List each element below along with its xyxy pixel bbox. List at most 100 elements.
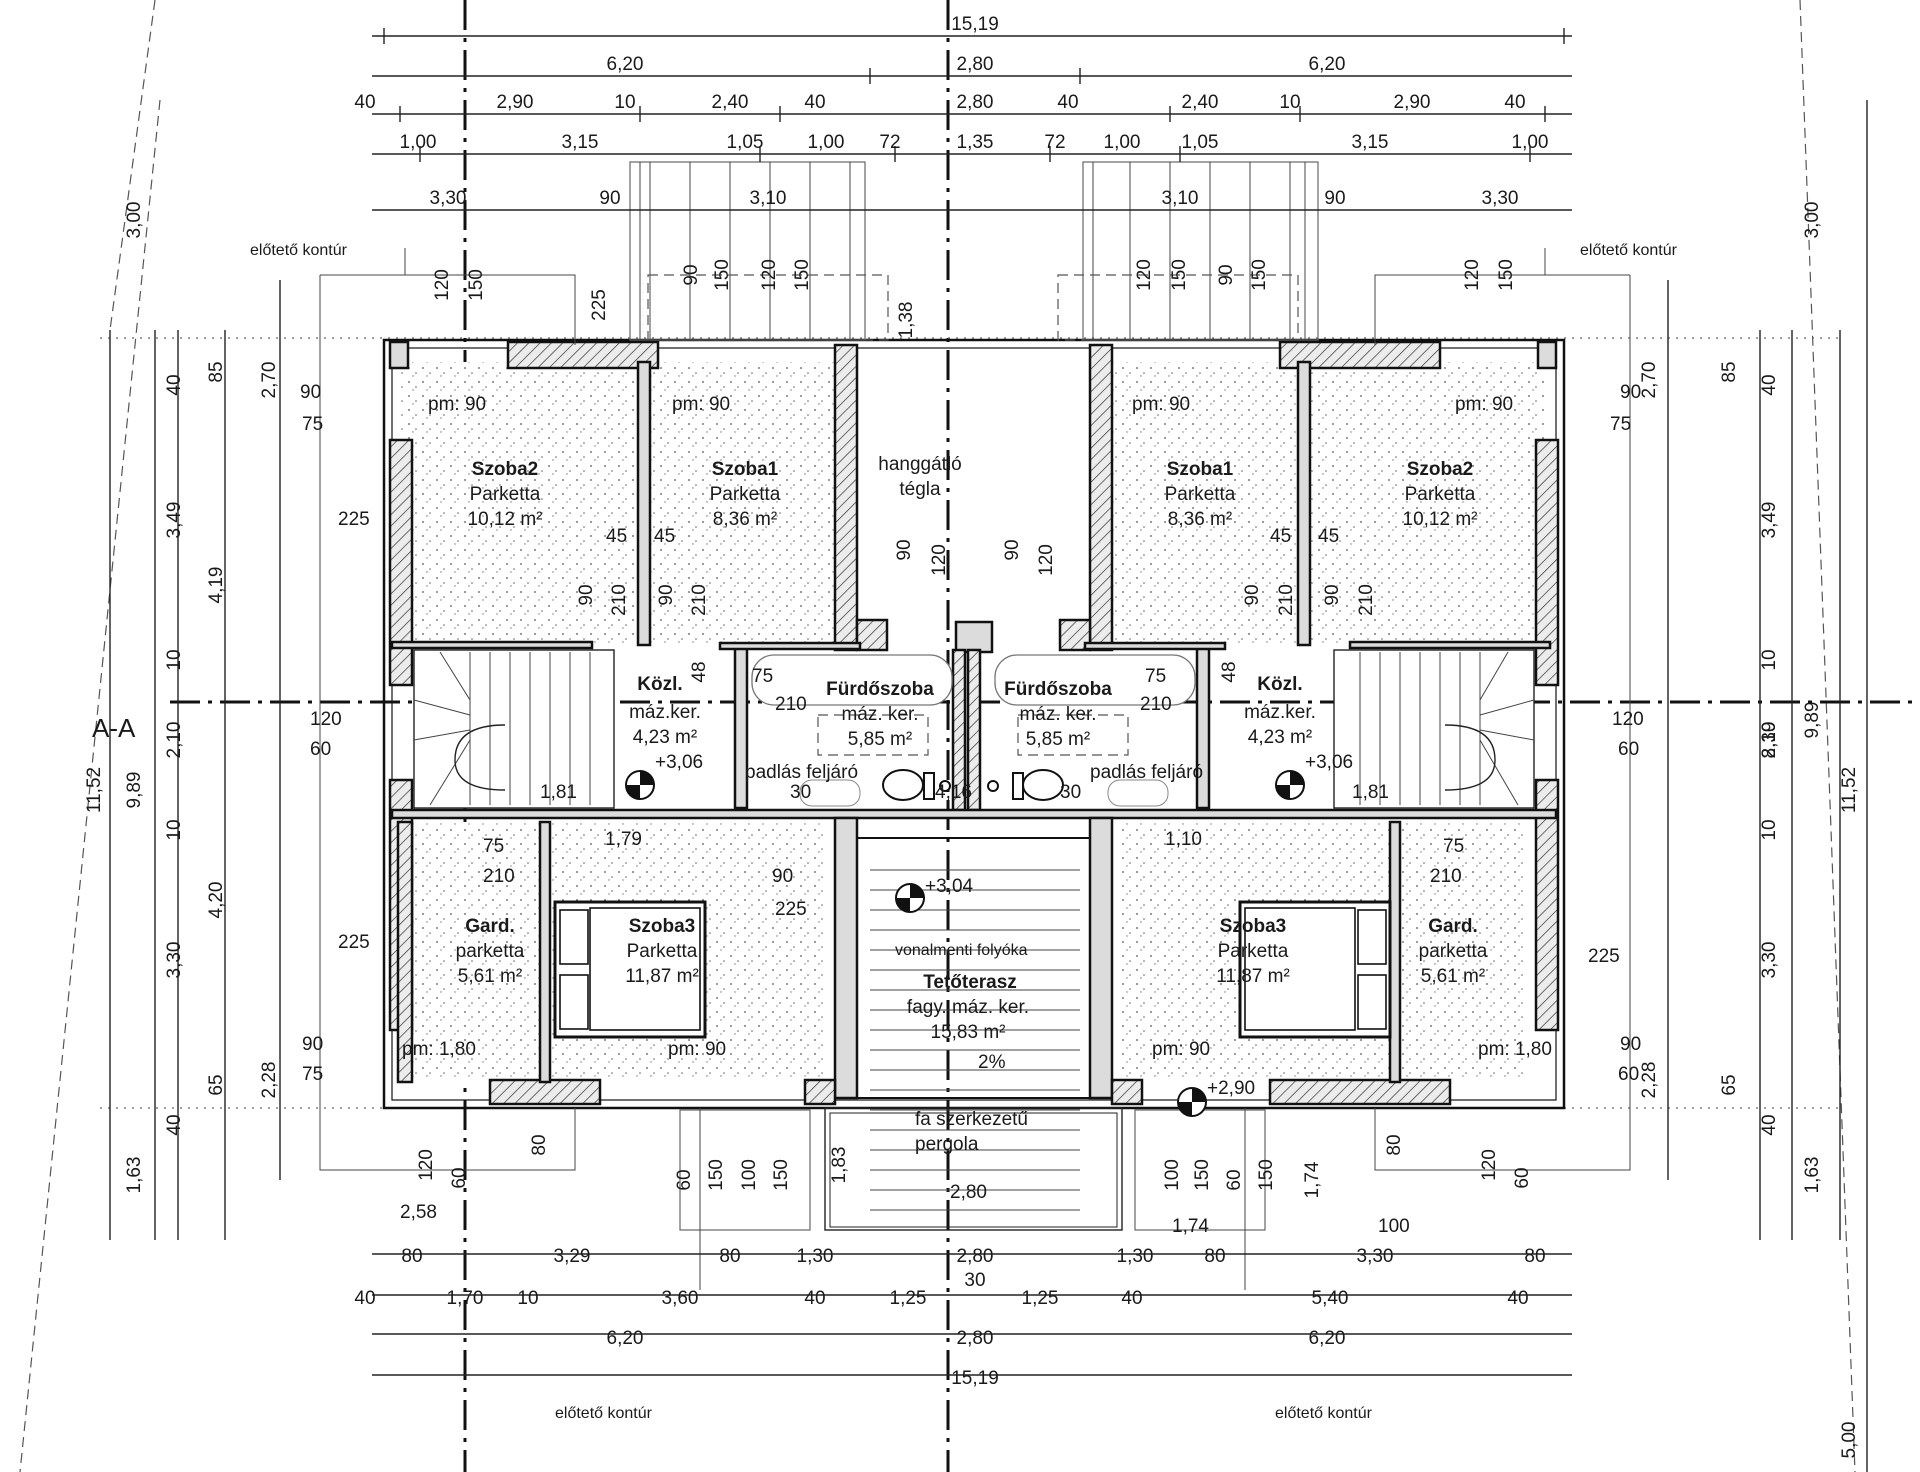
dim-depth-left: 11,52 bbox=[84, 767, 105, 813]
dim-middle-bottom: 2,80 bbox=[957, 1328, 994, 1349]
dim-text: 75 bbox=[1610, 414, 1631, 435]
dim-text: 210 bbox=[689, 584, 710, 616]
dim-text: 225 bbox=[338, 932, 370, 953]
dim-text: 210 bbox=[1356, 584, 1377, 616]
room-name: Fürdőszoba bbox=[1004, 679, 1112, 700]
dim-text: 120 bbox=[310, 709, 342, 730]
dim-text: 150 bbox=[771, 1159, 792, 1191]
room-name: Szoba2 bbox=[472, 459, 539, 480]
parapet-note: pm: 90 bbox=[668, 1039, 726, 1060]
dim-text: 4,16 bbox=[935, 782, 972, 803]
dim-text: 1,74 bbox=[1172, 1216, 1209, 1237]
dim-text: 150 bbox=[1256, 1159, 1277, 1191]
dim-text: 90 bbox=[1322, 584, 1343, 605]
room-name: Szoba3 bbox=[629, 916, 696, 937]
dim-text: 45 bbox=[1270, 526, 1291, 547]
dim-text: 210 bbox=[1276, 584, 1297, 616]
dim-text: 1,00 bbox=[400, 132, 437, 153]
dim-text: 3,30 bbox=[1357, 1246, 1394, 1267]
dim-text: 120 bbox=[929, 544, 950, 576]
dim-text: 210 bbox=[1430, 866, 1462, 887]
pergola-label-2: pergola bbox=[915, 1134, 979, 1155]
dim-text: 1,25 bbox=[1022, 1288, 1059, 1309]
room-floor: Parketta bbox=[627, 941, 698, 962]
dim-text: 10 bbox=[1759, 819, 1780, 840]
annotations: hanggátló tégla padlás feljáró padlás fe… bbox=[745, 454, 1203, 1155]
dim-text: 2,80 bbox=[957, 92, 994, 113]
room-area: 8,36 m² bbox=[1168, 509, 1232, 530]
dim-text: 2,70 bbox=[259, 362, 280, 399]
attic-access-left: padlás feljáró bbox=[745, 762, 858, 783]
dim-text: 1,81 bbox=[1352, 782, 1389, 803]
dim-text: 1,35 bbox=[957, 132, 994, 153]
dim-middle-top: 2,80 bbox=[957, 54, 994, 75]
dim-text: 60 bbox=[674, 1169, 695, 1190]
side-dimension-texts: 3,00 85 40 2,70 3,49 4,19 10 2,10 10 4,2… bbox=[84, 202, 1860, 1459]
room-floor: Parketta bbox=[1405, 484, 1476, 505]
dim-text: 3,15 bbox=[1352, 132, 1389, 153]
room-area: 11,87 m² bbox=[1216, 966, 1290, 987]
dim-text: 60 bbox=[1224, 1169, 1245, 1190]
dim-text: 75 bbox=[302, 414, 323, 435]
dim-overall-width-bottom: 15,19 bbox=[951, 1368, 999, 1389]
dim-text: 150 bbox=[1169, 259, 1190, 291]
dim-text: 2,28 bbox=[1639, 1062, 1660, 1099]
room-area: 5,85 m² bbox=[1026, 729, 1090, 750]
dim-overall-width-top: 15,19 bbox=[951, 14, 999, 35]
misc-dimension-notes: pm: 90 pm: 90 pm: 90 pm: 90 pm: 90 pm: 9… bbox=[300, 382, 1644, 1237]
dim-text: 40 bbox=[354, 92, 375, 113]
dim-text: 2,28 bbox=[259, 1062, 280, 1099]
dim-text: 80 bbox=[1384, 1134, 1405, 1155]
dim-text: 1,10 bbox=[1165, 829, 1202, 850]
dim-depth-right: 11,52 bbox=[1839, 767, 1860, 813]
dim-text: 10 bbox=[1759, 649, 1780, 670]
dim-text: 210 bbox=[1140, 694, 1172, 715]
room-area: 5,61 m² bbox=[1421, 966, 1485, 987]
room-name: Szoba1 bbox=[1167, 459, 1234, 480]
dim-text: 2,58 bbox=[400, 1202, 437, 1223]
room-floor: máz. ker. bbox=[841, 704, 918, 725]
level-marker-text: +3,06 bbox=[655, 752, 703, 773]
dim-text: 150 bbox=[466, 269, 487, 301]
dim-text: 40 bbox=[1759, 374, 1780, 395]
dim-text: 150 bbox=[1496, 259, 1517, 291]
dim-text: 90 bbox=[576, 584, 597, 605]
dim-text: 2,40 bbox=[712, 92, 749, 113]
dim-text: 90 bbox=[1242, 584, 1263, 605]
dimension-lines bbox=[109, 28, 1868, 1472]
dim-text: 120 bbox=[416, 1149, 437, 1181]
dim-text: 3,10 bbox=[750, 188, 787, 209]
dim-text: 45 bbox=[654, 526, 675, 547]
dim-text: 210 bbox=[775, 694, 807, 715]
eave-note-top-right: előtető kontúr bbox=[1580, 242, 1678, 259]
dim-text: 1,00 bbox=[1512, 132, 1549, 153]
dim-text: 30 bbox=[1060, 782, 1081, 803]
dim-text: 90 bbox=[1002, 539, 1023, 560]
dim-inner-right: 9,89 bbox=[1802, 702, 1823, 739]
dim-text: 120 bbox=[1134, 259, 1155, 291]
dim-text: 2,70 bbox=[1639, 362, 1660, 399]
dim-text: 48 bbox=[1219, 661, 1240, 682]
level-markers: +3,06 +3,06 +3,04 +2,90 bbox=[625, 752, 1353, 1117]
dim-text: 40 bbox=[354, 1288, 375, 1309]
room-floor: Parketta bbox=[1218, 941, 1289, 962]
dim-text: 40 bbox=[1507, 1288, 1528, 1309]
dim-text: 90 bbox=[681, 264, 702, 285]
dim-text: 150 bbox=[792, 259, 813, 291]
dim-text: 1,81 bbox=[540, 782, 577, 803]
room-area: 8,36 m² bbox=[713, 509, 777, 530]
room-name: Gard. bbox=[1428, 916, 1478, 937]
dim-text: 65 bbox=[206, 1074, 227, 1095]
room-floor: parketta bbox=[456, 941, 525, 962]
room-floor: máz.ker. bbox=[629, 702, 701, 723]
dim-text: 2,90 bbox=[1394, 92, 1431, 113]
dim-text: 2,90 bbox=[497, 92, 534, 113]
dim-text: 120 bbox=[1462, 259, 1483, 291]
dim-text: 210 bbox=[483, 866, 515, 887]
dim-text: 120 bbox=[759, 259, 780, 291]
dim-text: 2,10 bbox=[164, 722, 185, 759]
section-label-a-a: A-A bbox=[92, 713, 136, 743]
terrace-area: 15,83 m² bbox=[931, 1022, 1006, 1043]
dim-text: 3,30 bbox=[1482, 188, 1519, 209]
dim-text: 225 bbox=[775, 899, 807, 920]
